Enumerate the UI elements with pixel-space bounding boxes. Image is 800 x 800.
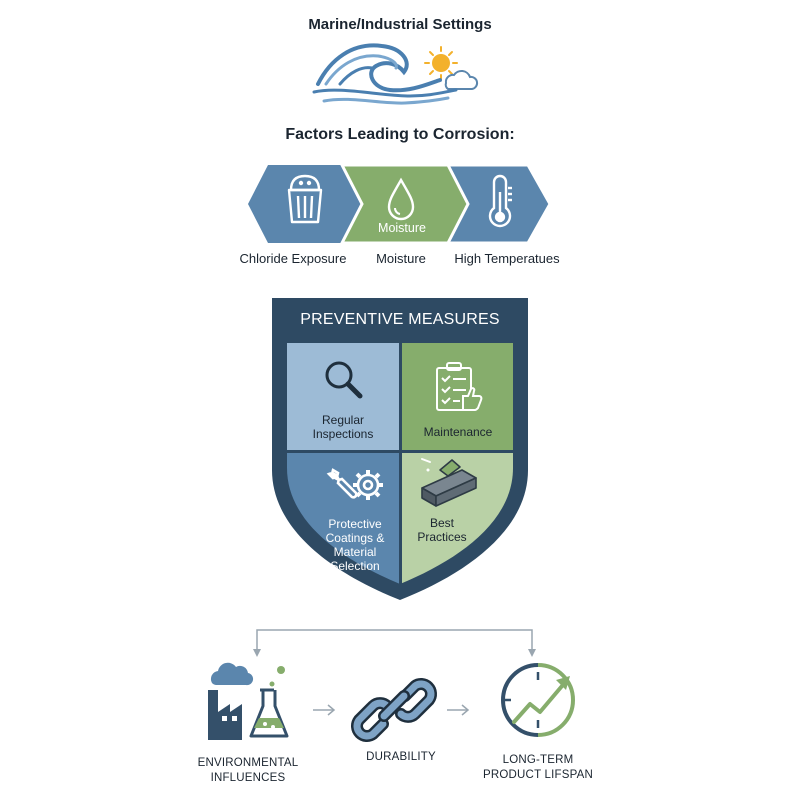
label-line: Practices — [417, 530, 467, 544]
cell-label-regular-inspections: Regular Inspections — [292, 413, 394, 441]
arrow-right-icon — [313, 704, 336, 716]
page-title: Marine/Industrial Settings — [308, 16, 492, 33]
arrow-right-icon — [447, 704, 470, 716]
label-line: Selection — [330, 559, 380, 573]
bottom-label-environmental: ENVIRONMENTAL INFLUENCES — [178, 756, 318, 786]
cell-label-protective-coatings: Protective Coatings & Material Selection — [305, 517, 405, 573]
label-line: LONG-TERM — [502, 754, 574, 766]
cell-regular-inspections — [287, 343, 399, 450]
label-line: DURABILITY — [366, 751, 436, 763]
preventive-measures-shield — [272, 298, 528, 600]
bottom-connector — [253, 629, 536, 657]
chain-link-icon — [351, 678, 437, 742]
moisture-inner-label: Moisture — [378, 221, 426, 235]
salt-shaker-icon — [287, 174, 323, 224]
label-line: Regular — [321, 413, 365, 427]
label-line: Best — [429, 516, 454, 530]
cell-label-maintenance: Maintenance — [404, 425, 512, 439]
magnifier-icon — [325, 361, 363, 399]
factors-heading: Factors Leading to Corrosion: — [285, 126, 515, 143]
cell-label-best-practices: Best Practices — [410, 516, 474, 544]
label-line: Coatings & — [325, 531, 385, 545]
label-line: Material — [333, 545, 377, 559]
bottom-label-lifespan: LONG-TERM PRODUCT LIFSPAN — [468, 753, 608, 783]
thermometer-icon — [488, 174, 512, 228]
label-line: PRODUCT LIFSPAN — [483, 769, 593, 781]
shield-title: PREVENTIVE MEASURES — [300, 311, 500, 328]
label-line: Inspections — [312, 427, 374, 441]
clock-growth-icon — [501, 663, 575, 737]
factor-chevron-chloride — [248, 165, 367, 243]
factor-label-moisture: Moisture — [376, 251, 426, 266]
cell-maintenance — [402, 343, 513, 450]
coating-beam-icon — [421, 458, 477, 507]
gear-wrench-icon — [326, 468, 383, 500]
label-line: INFLUENCES — [210, 772, 286, 784]
wave-sun-icon — [312, 43, 479, 105]
label-line: ENVIRONMENTAL — [197, 757, 299, 769]
bottom-label-durability: DURABILITY — [346, 750, 456, 765]
factor-label-temperature: High Temperatues — [454, 251, 560, 266]
factor-label-chloride: Chloride Exposure — [239, 251, 347, 266]
label-line: Maintenance — [423, 425, 493, 439]
checklist-icon — [436, 362, 483, 411]
water-drop-icon — [387, 177, 415, 221]
factory-flask-icon — [208, 662, 289, 740]
label-line: Protective — [328, 517, 382, 531]
